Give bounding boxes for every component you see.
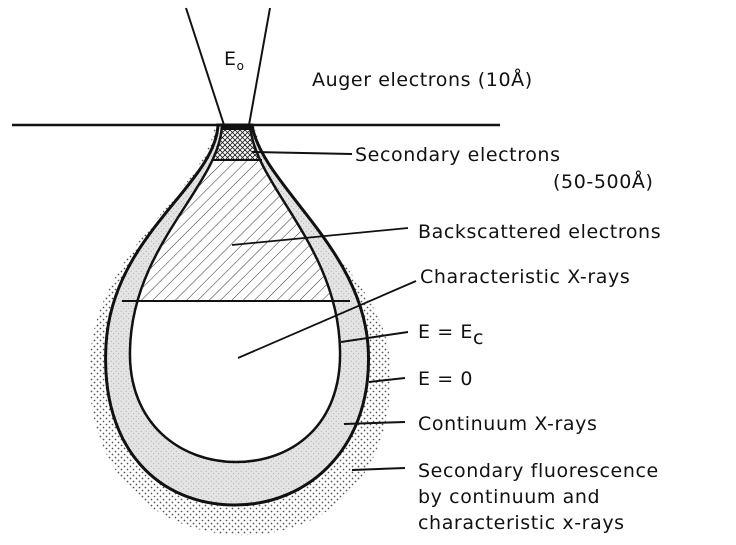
label-e-equals-ec: E = Ec	[418, 321, 484, 349]
label-secondary-depth: (50-500Å)	[553, 170, 654, 193]
label-auger-electrons: Auger electrons (10Å)	[312, 68, 533, 91]
e-ec-main: E = E	[418, 321, 473, 343]
label-fluorescence-line3: characteristic x-rays	[418, 512, 625, 534]
beam-right-edge	[249, 8, 270, 125]
e-ec-subscript: c	[473, 327, 484, 349]
beam-symbol: E	[224, 48, 237, 70]
label-characteristic-xrays: Characteristic X-rays	[420, 266, 630, 288]
label-secondary-electrons: Secondary electrons	[355, 144, 561, 166]
label-fluorescence-line2: by continuum and	[418, 486, 600, 508]
label-e-equals-zero: E = 0	[418, 368, 473, 390]
beam-energy-label: Eo	[224, 48, 245, 73]
beam-left-edge	[186, 8, 224, 125]
beam-subscript: o	[237, 59, 245, 73]
label-backscattered-electrons: Backscattered electrons	[418, 221, 661, 243]
label-fluorescence-line1: Secondary fluorescence	[418, 460, 659, 482]
leader-secondary	[252, 152, 352, 154]
label-continuum-xrays: Continuum X-rays	[418, 413, 597, 435]
